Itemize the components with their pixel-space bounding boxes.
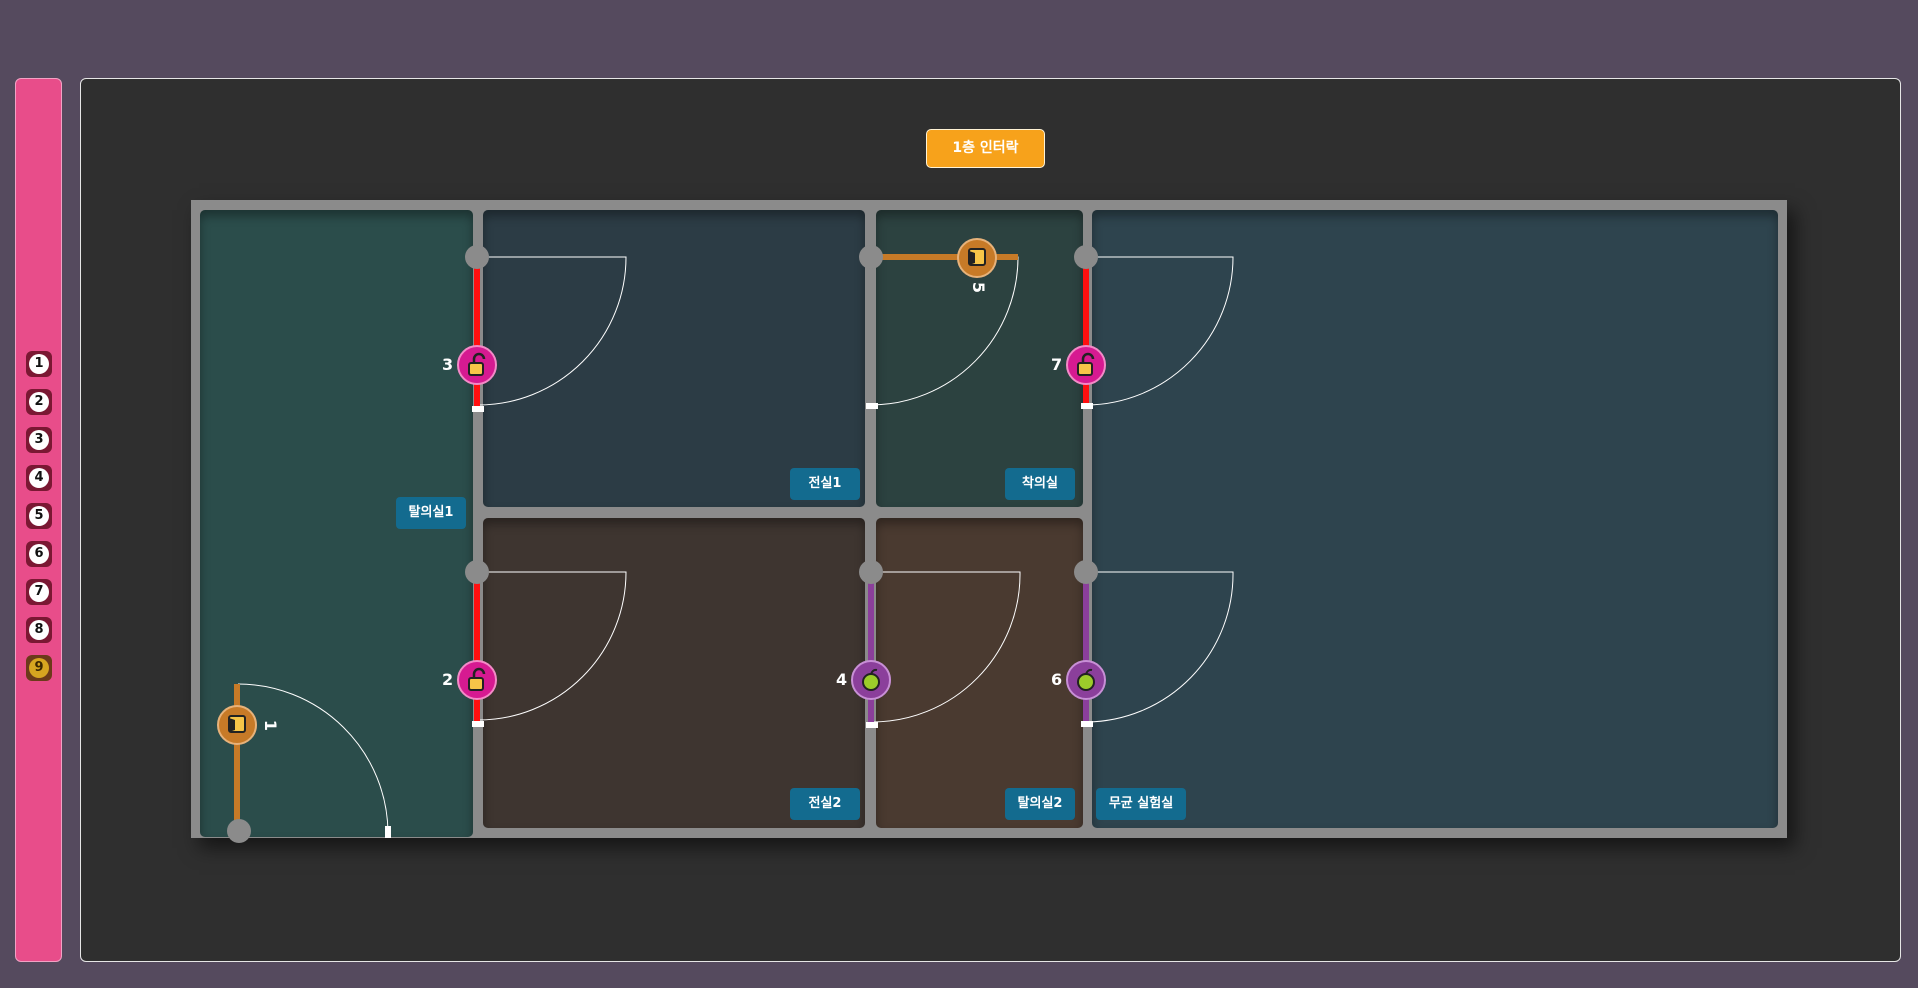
door-hinge <box>227 819 251 843</box>
apple-icon <box>862 668 880 691</box>
floor-button-2[interactable]: 2 <box>26 389 52 415</box>
floor-number: 8 <box>29 620 49 640</box>
door-open-icon <box>228 715 246 733</box>
door-3-number: 3 <box>442 355 454 374</box>
room-label-anteroom-1: 전실1 <box>790 468 860 500</box>
floor-interlock-title-button[interactable]: 1층 인터락 <box>926 129 1045 168</box>
door-latch <box>866 722 878 728</box>
floor-number: 6 <box>29 544 49 564</box>
door-7-marker[interactable] <box>1066 345 1106 385</box>
door-6-number: 6 <box>1051 670 1063 689</box>
door-latch <box>1081 403 1093 409</box>
floor-number: 4 <box>29 468 49 488</box>
room-label-changing-room-1: 탈의실1 <box>396 497 466 529</box>
door-4-marker[interactable] <box>851 660 891 700</box>
room-label-anteroom-2: 전실2 <box>790 788 860 820</box>
door-7-number: 7 <box>1051 355 1063 374</box>
door-open-icon <box>968 248 986 266</box>
door-hinge <box>465 245 489 269</box>
door-2-marker[interactable] <box>457 660 497 700</box>
floor-number: 7 <box>29 582 49 602</box>
door-5-marker[interactable] <box>957 238 997 278</box>
door-hinge <box>1074 560 1098 584</box>
room-anteroom-1[interactable] <box>483 210 865 507</box>
room-sterile-lab[interactable] <box>1092 210 1778 828</box>
door-4-number: 4 <box>836 670 848 689</box>
floor-button-8[interactable]: 8 <box>26 617 52 643</box>
room-label-changing-room-2: 탈의실2 <box>1005 788 1075 820</box>
door-3-marker[interactable] <box>457 345 497 385</box>
door-latch <box>866 403 878 409</box>
lock-icon <box>1077 352 1095 376</box>
door-1-marker[interactable] <box>217 705 257 745</box>
floor-number: 5 <box>29 506 49 526</box>
floor-button-1[interactable]: 1 <box>26 351 52 377</box>
door-latch <box>472 721 484 727</box>
door-hinge <box>859 245 883 269</box>
door-hinge <box>465 560 489 584</box>
floor-number: 2 <box>29 392 49 412</box>
door-hinge <box>859 560 883 584</box>
door-1-number: 1 <box>261 719 281 732</box>
room-anteroom-2[interactable] <box>483 518 865 828</box>
door-5-number: 5 <box>969 281 989 294</box>
door-6-marker[interactable] <box>1066 660 1106 700</box>
lock-icon <box>468 352 486 376</box>
floor-button-6[interactable]: 6 <box>26 541 52 567</box>
door-latch <box>385 826 391 838</box>
floor-number: 9 <box>29 658 49 678</box>
door-latch <box>472 406 484 412</box>
floor-button-9[interactable]: 9 <box>26 655 52 681</box>
lock-icon <box>468 667 486 691</box>
door-hinge <box>1074 245 1098 269</box>
room-label-sterile-lab: 무균 실험실 <box>1096 788 1186 820</box>
floor-number: 3 <box>29 430 49 450</box>
room-label-dressing-room: 착의실 <box>1005 468 1075 500</box>
floor-button-3[interactable]: 3 <box>26 427 52 453</box>
floor-sidebar: 1 2 3 4 5 6 7 8 9 <box>15 78 62 962</box>
door-2-number: 2 <box>442 670 454 689</box>
apple-icon <box>1077 668 1095 691</box>
floor-button-4[interactable]: 4 <box>26 465 52 491</box>
floor-button-5[interactable]: 5 <box>26 503 52 529</box>
floor-button-7[interactable]: 7 <box>26 579 52 605</box>
floor-number: 1 <box>29 354 49 374</box>
door-latch <box>1081 721 1093 727</box>
